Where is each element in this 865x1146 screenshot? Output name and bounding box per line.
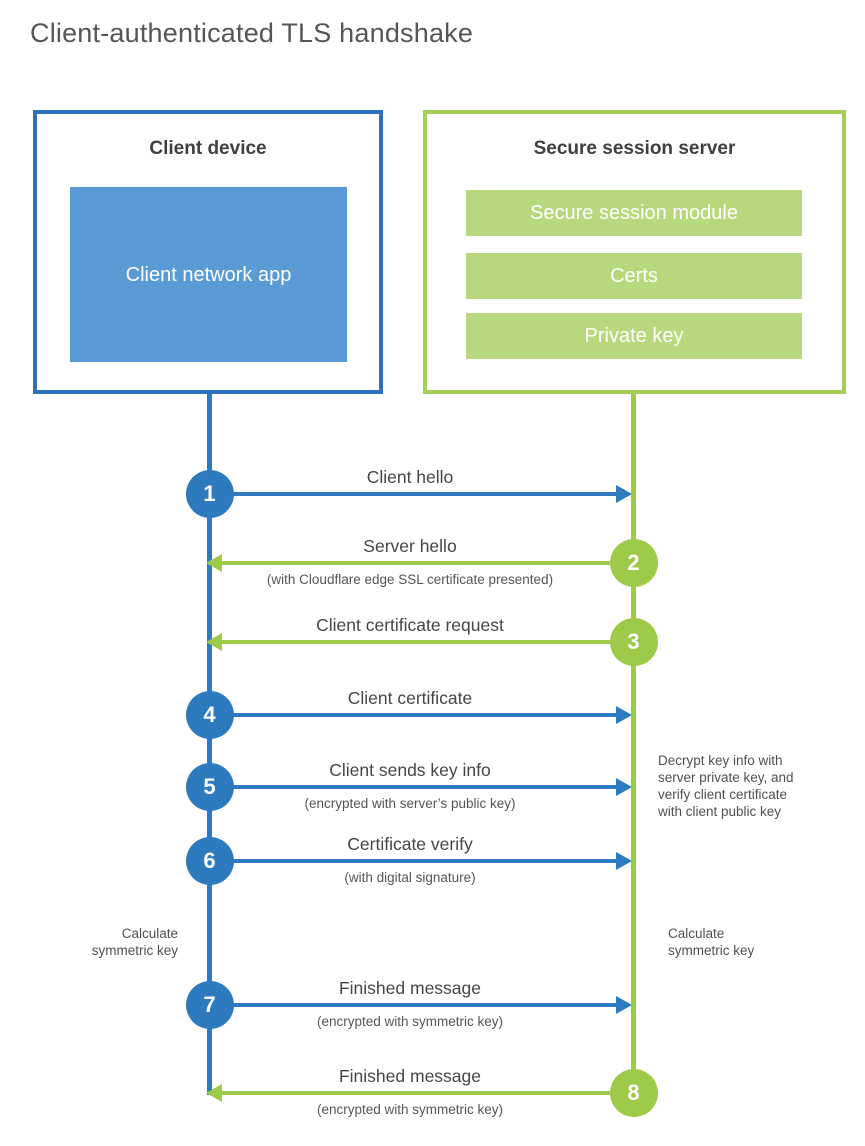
message-arrow-head-icon: [206, 554, 222, 572]
step-number-badge: 7: [185, 981, 234, 1029]
message-arrow-line: [221, 561, 610, 565]
step-number: 2: [627, 550, 640, 575]
step-number-badge: 3: [609, 618, 658, 666]
step-number: 8: [627, 1080, 640, 1105]
step-number-badge: 8: [609, 1069, 658, 1117]
message-label: Client certificate request: [316, 615, 504, 635]
message-arrow-line: [232, 1003, 617, 1007]
message-arrow-head-icon: [616, 996, 632, 1014]
step-number-badge: 6: [185, 837, 234, 885]
message-arrow-line: [221, 1091, 610, 1095]
step-number: 7: [203, 992, 216, 1017]
step-number: 3: [627, 629, 640, 654]
server-module-bar: Private key: [466, 313, 802, 359]
message-sublabel: (encrypted with server’s public key): [304, 796, 516, 811]
client-device-box: Client device Client network app: [33, 110, 383, 394]
message-arrow-head-icon: [616, 706, 632, 724]
calculate-symmetric-key-note-server: Calculate symmetric key: [668, 926, 755, 958]
message-sublabel: (encrypted with symmetric key): [316, 1102, 504, 1117]
message-arrow-line: [232, 859, 617, 863]
message-arrow-line: [232, 713, 617, 717]
message-sublabel: (with Cloudflare edge SSL certificate pr…: [266, 572, 554, 587]
decrypt-note: Decrypt key info with server private key…: [658, 753, 794, 819]
message-sublabel: (with digital signature): [344, 870, 476, 885]
message-label: Finished message: [338, 1066, 482, 1086]
step-number: 4: [203, 702, 216, 727]
message-label: Client certificate: [347, 688, 473, 708]
step-number-badge: 4: [185, 691, 234, 739]
page-title: Client-authenticated TLS handshake: [30, 18, 474, 48]
server-module-bar: Certs: [466, 253, 802, 299]
secure-session-server-title: Secure session server: [533, 138, 736, 159]
server-lifeline: [631, 394, 636, 1095]
message-label: Client hello: [366, 467, 454, 487]
message-sublabel: (encrypted with symmetric key): [316, 1014, 504, 1029]
server-module-bar: Secure session module: [466, 190, 802, 236]
message-arrow-line: [232, 492, 617, 496]
calculate-symmetric-key-note-client: Calculate symmetric key: [91, 926, 178, 958]
message-label: Certificate verify: [347, 834, 473, 854]
message-arrow-head-icon: [616, 778, 632, 796]
client-lifeline: [207, 394, 212, 1095]
message-arrow-head-icon: [206, 633, 222, 651]
client-network-app-block: Client network app: [70, 187, 347, 362]
message-label: Finished message: [338, 978, 482, 998]
step-number: 6: [203, 848, 216, 873]
step-number: 1: [203, 481, 216, 506]
message-arrow-line: [221, 640, 610, 644]
message-arrow-head-icon: [206, 1084, 222, 1102]
secure-session-server-box: Secure session server Secure session mod…: [423, 110, 846, 394]
message-arrow-line: [232, 785, 617, 789]
message-arrow-head-icon: [616, 852, 632, 870]
step-number: 5: [203, 774, 216, 799]
message-label: Client sends key info: [329, 760, 491, 780]
client-device-title: Client device: [149, 138, 267, 159]
message-arrow-head-icon: [616, 485, 632, 503]
message-label: Server hello: [363, 536, 457, 556]
step-number-badge: 2: [609, 539, 658, 587]
step-number-badge: 5: [185, 763, 234, 811]
step-number-badge: 1: [185, 470, 234, 518]
